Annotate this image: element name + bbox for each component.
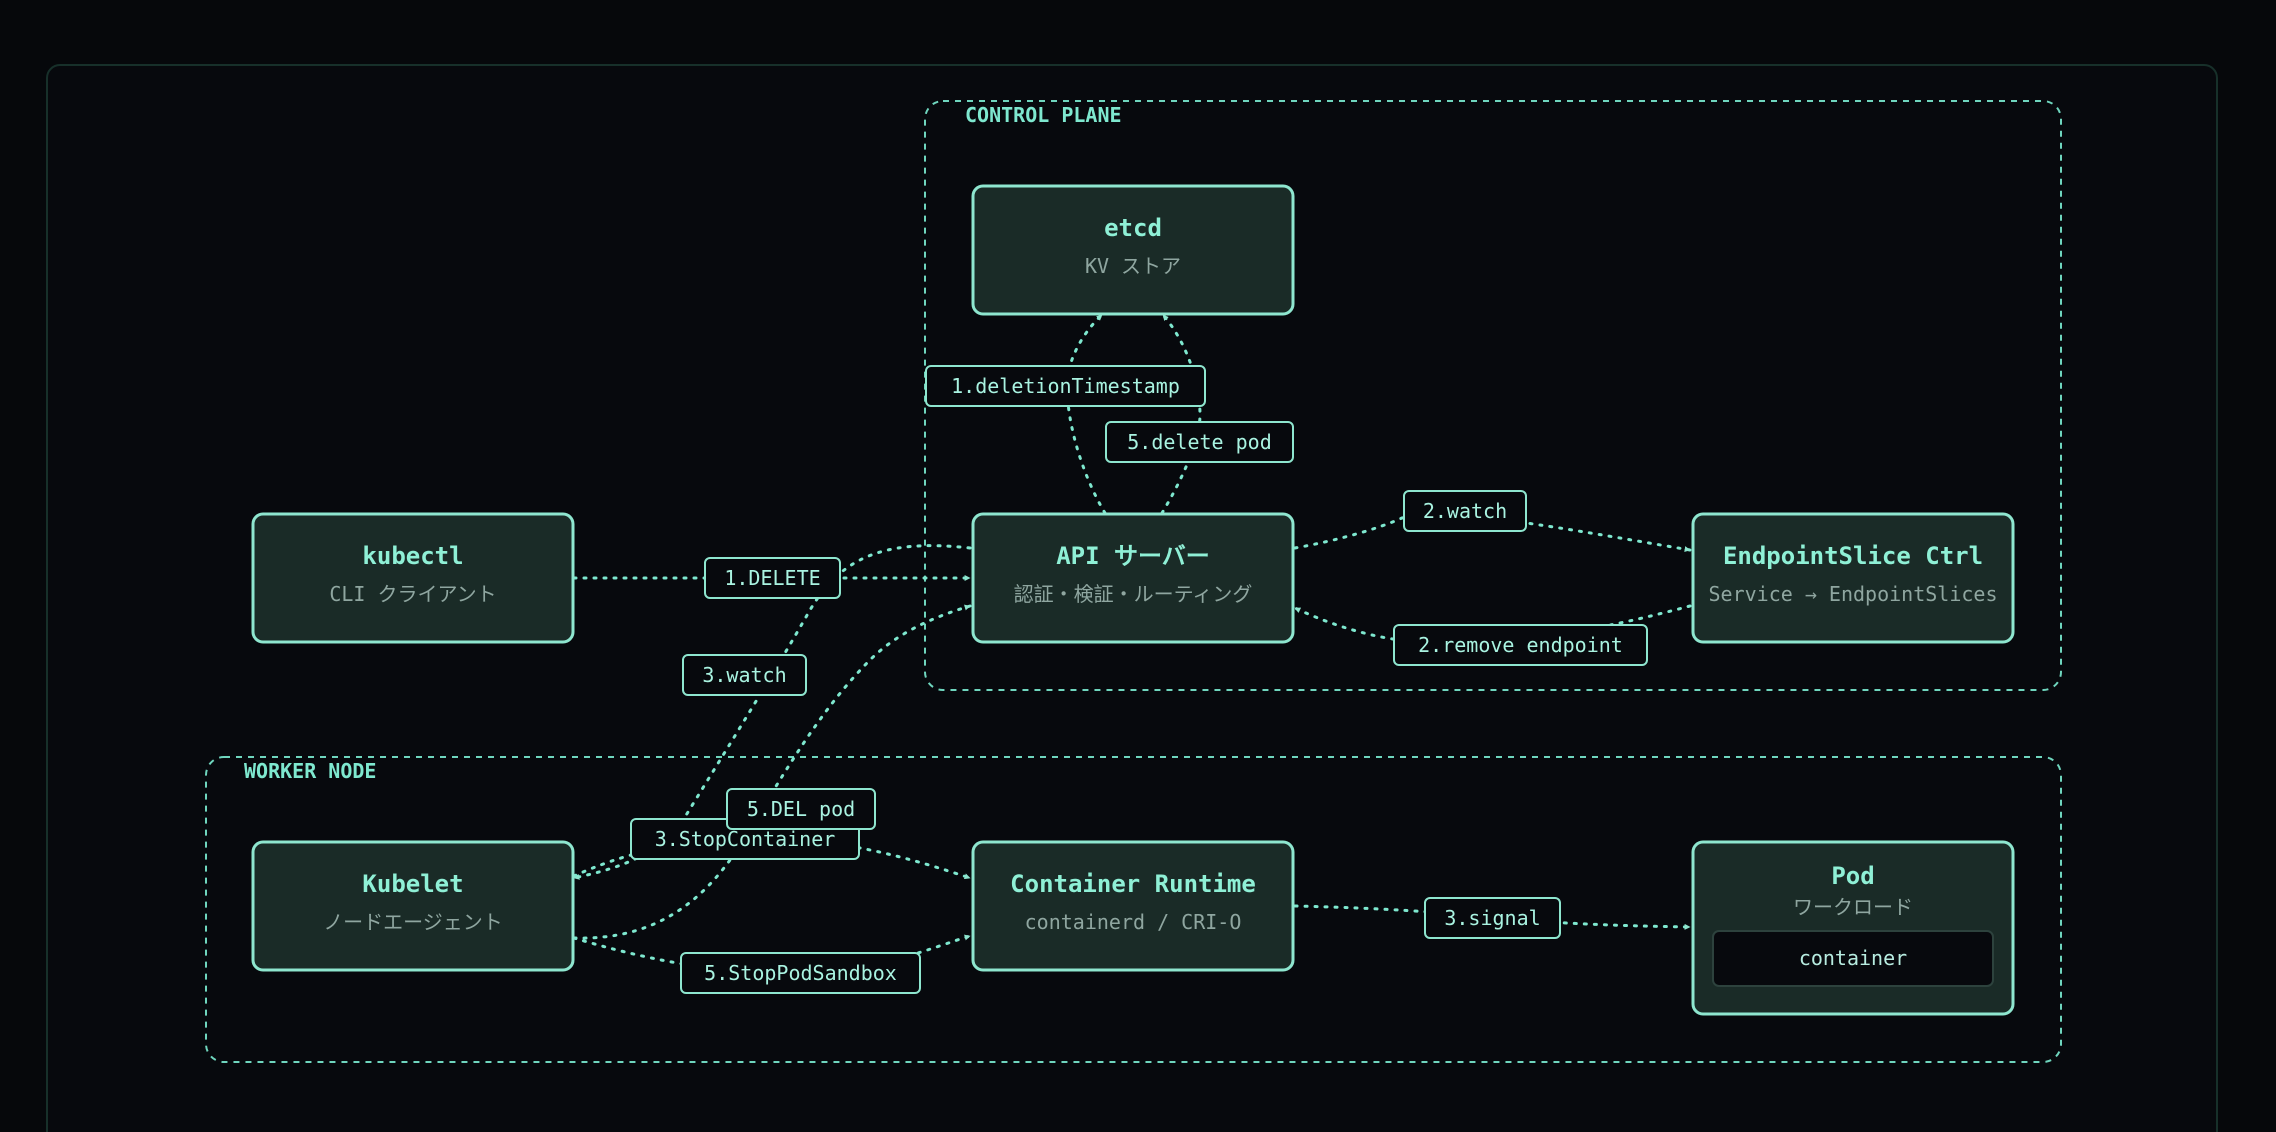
pod-title: Pod <box>1831 862 1874 890</box>
edge-api-to-etcd-delete-pod <box>1160 313 1202 515</box>
label-delete: 1.DELETE <box>704 557 841 599</box>
api-server-subtitle: 認証・検証・ルーティング <box>1014 582 1253 606</box>
pod-subtitle: ワークロード <box>1793 895 1913 919</box>
label-remove-endpoint: 2.remove endpoint <box>1393 624 1648 666</box>
svg-text:1.deletionTimestamp: 1.deletionTimestamp <box>951 374 1180 398</box>
edge-api-to-endpointslice-watch <box>1293 513 1692 553</box>
node-pod: Pod ワークロード container <box>1691 840 2015 1016</box>
etcd-title: etcd <box>1104 214 1162 242</box>
group-worker-node: WORKER NODE <box>205 756 2062 1063</box>
control-plane-title: CONTROL PLANE <box>965 103 1122 127</box>
node-endpointslice-ctrl: EndpointSlice Ctrl Service → EndpointSli… <box>1691 512 2015 644</box>
node-etcd: etcd KV ストア <box>971 184 1295 316</box>
kubectl-subtitle: CLI クライアント <box>329 582 496 606</box>
edge-runtime-to-pod-signal <box>1293 904 1692 930</box>
worker-node-title: WORKER NODE <box>244 759 376 783</box>
svg-text:3.signal: 3.signal <box>1444 906 1540 930</box>
label-del-pod: 5.DEL pod <box>726 788 876 830</box>
svg-text:2.remove endpoint: 2.remove endpoint <box>1418 633 1623 657</box>
api-server-title: API サーバー <box>1056 542 1210 570</box>
endpointslice-subtitle: Service → EndpointSlices <box>1709 582 1998 606</box>
svg-text:2.watch: 2.watch <box>1423 499 1507 523</box>
svg-text:3.StopContainer: 3.StopContainer <box>655 827 836 851</box>
edge-labels: 1.deletionTimestamp 5.delete pod 1.DELET… <box>630 365 1648 994</box>
runtime-subtitle: containerd / CRI-O <box>1025 910 1242 934</box>
label-signal: 3.signal <box>1424 897 1561 939</box>
label-delete-pod: 5.delete pod <box>1105 421 1294 463</box>
node-kubectl: kubectl CLI クライアント <box>251 512 575 644</box>
edge-api-to-etcd-deletion-timestamp <box>1065 313 1107 515</box>
kubelet-title: Kubelet <box>362 870 463 898</box>
node-api-server: API サーバー 認証・検証・ルーティング <box>971 512 1295 644</box>
endpointslice-title: EndpointSlice Ctrl <box>1723 542 1983 570</box>
svg-text:5.delete pod: 5.delete pod <box>1127 430 1272 454</box>
node-kubelet: Kubelet ノードエージェント <box>251 840 575 972</box>
label-watch-endpoint: 2.watch <box>1403 490 1527 532</box>
kubelet-subtitle: ノードエージェント <box>323 910 503 934</box>
label-stop-pod-sandbox: 5.StopPodSandbox <box>680 952 921 994</box>
container-box <box>1712 930 1994 987</box>
label-watch-kubelet: 3.watch <box>682 654 807 696</box>
node-container-runtime: Container Runtime containerd / CRI-O <box>971 840 1295 972</box>
svg-text:5.DEL pod: 5.DEL pod <box>747 797 855 821</box>
svg-text:3.watch: 3.watch <box>702 663 786 687</box>
container-label: container <box>1799 946 1907 970</box>
kubectl-title: kubectl <box>362 542 463 570</box>
runtime-title: Container Runtime <box>1010 870 1256 898</box>
etcd-subtitle: KV ストア <box>1085 254 1181 278</box>
svg-text:5.StopPodSandbox: 5.StopPodSandbox <box>704 961 897 985</box>
label-deletion-timestamp: 1.deletionTimestamp <box>925 365 1206 407</box>
svg-text:1.DELETE: 1.DELETE <box>724 566 820 590</box>
